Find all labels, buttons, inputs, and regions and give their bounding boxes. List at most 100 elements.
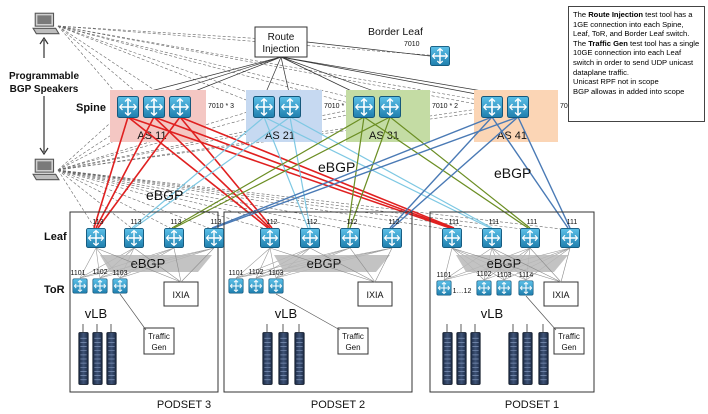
spine-leaf-link (95, 116, 155, 229)
vlb-label: vLB (481, 306, 503, 321)
spine-switch-icon (507, 96, 529, 118)
server-rack-icon (456, 332, 467, 385)
tor-switch-icon (436, 280, 452, 296)
programmable-label-1: Programmable (9, 71, 79, 82)
leaf-label: 111 (489, 219, 500, 226)
note-highlight-route-injection: Route Injection (588, 10, 644, 19)
leaf-switch-icon (382, 228, 402, 248)
leaf-switch-icon (260, 228, 280, 248)
tor-label: 1102 (476, 271, 491, 278)
speaker-link (57, 169, 453, 231)
traffic-gen-link (275, 293, 341, 331)
server-rack-icon (508, 332, 519, 385)
speaker-link (57, 106, 181, 171)
spine-leaf-link (389, 116, 531, 229)
traffic-gen-label-2: Gen (151, 343, 166, 352)
spine-switch-icon (117, 96, 139, 118)
tor-switch-icon (228, 278, 244, 294)
route-injection-label-1: Route (268, 32, 295, 43)
spine-switch-icon (169, 96, 191, 118)
note-highlight-traffic-gen: Traffic Gen (588, 38, 628, 48)
server-rack-icon (522, 332, 533, 385)
traffic-gen-label-1: Traffic (558, 332, 580, 341)
note-text: The (573, 10, 589, 19)
spine-switch-icon (253, 96, 275, 118)
podset-ebgp-label: eBGP (487, 256, 522, 271)
leaf-switch-icon (164, 228, 184, 248)
speaker-link (57, 169, 97, 231)
spine-leaf-link (213, 116, 519, 229)
ixia-box (543, 281, 579, 307)
leaf-switch-icon (124, 228, 144, 248)
speaker-link (57, 25, 391, 108)
speaker-link (57, 169, 135, 231)
tor-label: 1103 (112, 270, 127, 277)
ixia-link (95, 247, 182, 283)
server-rack-icon (106, 332, 117, 385)
note-urpf: Unicast RPF not in scope (573, 77, 659, 87)
speaker-link (57, 25, 365, 108)
tor-switch-icon (248, 278, 264, 294)
server-rack-icon (278, 332, 289, 385)
tor-label: 1103 (268, 270, 283, 277)
tor-label: 1101 (436, 272, 451, 279)
leaf-row-label: Leaf (44, 231, 67, 243)
leaf-label: 112 (346, 219, 357, 226)
leaf-switch-icon (340, 228, 360, 248)
podset-name: PODSET 2 (311, 399, 365, 411)
spine-switch-icon (379, 96, 401, 118)
tor-switch-icon (476, 280, 492, 296)
traffic-gen-link (119, 293, 147, 331)
tor-label: 1114 (519, 272, 534, 279)
route-injection-link (280, 56, 493, 98)
spine-leaf-link (173, 116, 391, 229)
leaf-tor-link (235, 247, 311, 279)
spine-leaf-link (289, 116, 493, 229)
leaf-tor-link (95, 247, 101, 279)
leaf-tor-link (443, 247, 453, 281)
spine-leaf-link (289, 116, 311, 229)
ixia-label: IXIA (552, 290, 569, 300)
vlb-label: vLB (275, 306, 297, 321)
tor-row-label: ToR (44, 284, 65, 296)
leaf-label: 113 (170, 219, 181, 226)
traffic-gen-label-2: Gen (561, 343, 576, 352)
spine-switch-icon (279, 96, 301, 118)
border-leaf-label: Border Leaf (368, 26, 423, 38)
speaker-link (57, 25, 519, 108)
ixia-box (163, 281, 199, 307)
speaker-link (57, 25, 155, 108)
spine-leaf-link (263, 116, 491, 229)
speaker-link (57, 169, 271, 231)
tor-label: 1101 (70, 270, 85, 277)
spine-leaf-links (93, 116, 571, 229)
ixia-link (529, 247, 562, 283)
spine-leaf-link (389, 116, 493, 229)
speaker-link (57, 169, 215, 231)
leaf-label: 111 (449, 219, 460, 226)
ebgp-label-left: eBGP (146, 187, 183, 203)
ixia-link (173, 247, 182, 283)
traffic-gen-box (337, 327, 369, 355)
leaf-switch-icon (204, 228, 224, 248)
tor-label: 1101 (228, 270, 243, 277)
computer-icon (32, 158, 60, 181)
spine-leaf-link (153, 116, 453, 229)
speaker-link (57, 169, 175, 231)
speaker-link (57, 169, 493, 231)
leaf-label: 111 (527, 219, 538, 226)
server-rack-icon (92, 332, 103, 385)
leaf-label: 112 (266, 219, 277, 226)
ixia-link (180, 247, 215, 283)
computer-icon (32, 12, 60, 35)
spine-switch-icon (353, 96, 375, 118)
ebgp-label-center: eBGP (318, 159, 355, 175)
ixia-link (560, 247, 571, 283)
spine-switch-icon (143, 96, 165, 118)
route-injection-link (306, 41, 431, 57)
spine-leaf-link (93, 116, 129, 229)
tor-label: 1102 (92, 269, 107, 276)
leaf-switch-icon (482, 228, 502, 248)
podset-ebgp-label: eBGP (131, 256, 166, 271)
